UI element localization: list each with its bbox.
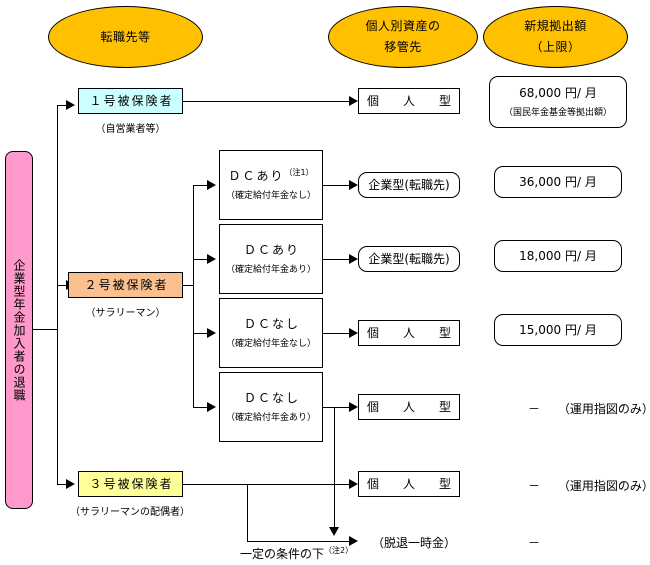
header-line1: 新規拠出額 xyxy=(524,19,587,34)
arrowhead-lumpsum-down xyxy=(329,527,339,536)
header-line2: （上限） xyxy=(530,40,581,54)
limit-dash: － xyxy=(528,402,541,416)
annotation-condition-text: 一定の条件の下 xyxy=(240,547,325,561)
connector-source-spine xyxy=(57,105,58,485)
limit-amount: 36,000 円/ 月 xyxy=(519,174,597,189)
connector-to-dc-1 xyxy=(193,185,209,186)
arrowhead-dest-5 xyxy=(349,402,358,412)
arrowhead-dest-3 xyxy=(349,254,358,264)
dc-footnote-marker: （注1） xyxy=(284,168,314,178)
connector-dc2-to-dest3 xyxy=(323,259,351,260)
connector-dc4-drop-to-lumpsum xyxy=(334,407,335,529)
node-destination-4[interactable]: 個 人 型 xyxy=(358,320,460,346)
arrowhead-dc-4 xyxy=(207,402,216,412)
node-limit-5: － （運用指図のみ） xyxy=(528,400,650,417)
node-limit-4[interactable]: 15,000 円/ 月 xyxy=(494,314,622,346)
node-sublabel: （確定給付年金なし） xyxy=(225,338,316,349)
node-category-3[interactable]: ３号被保険者 xyxy=(78,471,183,497)
connector-category2-stub xyxy=(183,285,194,286)
node-limit-3[interactable]: 18,000 円/ 月 xyxy=(494,240,622,272)
node-label: 個 人 型 xyxy=(366,325,457,340)
node-destination-6[interactable]: 個 人 型 xyxy=(358,471,460,497)
node-limit-1[interactable]: 68,000 円/ 月 （国民年金基金等拠出額） xyxy=(489,76,627,128)
node-sublabel: （確定給付年金あり） xyxy=(225,412,316,423)
limit-sublabel: （国民年金基金等拠出額） xyxy=(503,107,612,118)
caption-category-2: （サラリーマン） xyxy=(85,308,166,319)
node-label: ３号被保険者 xyxy=(89,476,174,491)
limit-amount: （運用指図のみ） xyxy=(557,402,650,416)
node-label: 個 人 型 xyxy=(366,476,457,491)
node-destination-3[interactable]: 企業型(転職先) xyxy=(358,246,460,272)
arrowhead-to-category-1 xyxy=(66,100,75,110)
dc-main-label: ＤＣあり xyxy=(243,243,300,258)
dc-main-label: ＤＣあり xyxy=(228,169,285,184)
node-destination-5[interactable]: 個 人 型 xyxy=(358,394,460,420)
node-destination-1[interactable]: 個 人 型 xyxy=(358,88,460,114)
source-node-label: 企業型年金加入者の退職 xyxy=(12,258,26,402)
node-label: ＤＣあり（注1） xyxy=(228,168,313,184)
connector-to-category-1 xyxy=(57,105,67,106)
arrowhead-dc-1 xyxy=(207,180,216,190)
header-ellipse-asset-transfer: 個人別資産の 移管先 xyxy=(328,6,478,68)
node-label: 個 人 型 xyxy=(366,93,457,108)
connector-category3-to-dest6 xyxy=(183,484,351,485)
header-ellipse-new-contribution: 新規拠出額 （上限） xyxy=(483,6,628,68)
node-dc-condition-4[interactable]: ＤＣなし （確定給付年金あり） xyxy=(219,372,323,442)
node-label: １号被保険者 xyxy=(89,93,174,108)
arrowhead-dc-3 xyxy=(207,328,216,338)
node-label: 個 人 型 xyxy=(366,399,457,414)
header-ellipse-transfer-destination: 転職先等 xyxy=(48,6,203,68)
header-line2: 移管先 xyxy=(384,40,422,54)
connector-category2-spine xyxy=(193,185,194,408)
arrowhead-dest-4 xyxy=(349,328,358,338)
node-sublabel: （確定給付年金なし） xyxy=(225,190,316,201)
node-label: 企業型(転職先) xyxy=(368,177,450,192)
arrowhead-dc-2 xyxy=(207,254,216,264)
node-destination-2[interactable]: 企業型(転職先) xyxy=(358,172,460,198)
node-destination-7: （脱退一時金） xyxy=(372,536,457,550)
connector-condition-drop xyxy=(247,484,248,542)
node-category-2[interactable]: ２号被保険者 xyxy=(68,272,183,298)
arrowhead-to-category-3 xyxy=(66,479,75,489)
connector-to-dc-4 xyxy=(193,407,209,408)
dc-main-label: ＤＣなし xyxy=(243,391,300,406)
node-limit-6: － （運用指図のみ） xyxy=(528,477,650,494)
annotation-condition: 一定の条件の下（注2） xyxy=(240,545,353,562)
node-dc-condition-1[interactable]: ＤＣあり（注1） （確定給付年金なし） xyxy=(219,150,323,220)
limit-amount: （運用指図のみ） xyxy=(557,479,650,493)
node-limit-2[interactable]: 36,000 円/ 月 xyxy=(494,166,622,198)
connector-dc3-to-dest4 xyxy=(323,333,351,334)
arrowhead-dest-2 xyxy=(349,180,358,190)
arrowhead-dest-1 xyxy=(349,96,358,106)
connector-source-stub xyxy=(33,329,57,330)
node-dc-condition-2[interactable]: ＤＣあり （確定給付年金あり） xyxy=(219,224,323,294)
connector-to-dc-2 xyxy=(193,259,209,260)
arrowhead-dest-7 xyxy=(349,536,358,546)
node-category-1[interactable]: １号被保険者 xyxy=(78,88,183,114)
header-line1: 転職先等 xyxy=(100,29,151,44)
arrowhead-dest-6 xyxy=(349,479,358,489)
connector-dc4-to-dest5 xyxy=(323,407,351,408)
node-sublabel: （確定給付年金あり） xyxy=(225,264,316,275)
connector-to-dc-3 xyxy=(193,333,209,334)
node-label: ２号被保険者 xyxy=(84,277,169,292)
caption-category-3: （サラリーマンの配偶者） xyxy=(70,507,190,518)
connector-to-category-3 xyxy=(57,484,67,485)
limit-amount: 18,000 円/ 月 xyxy=(519,248,597,263)
source-node-retirement: 企業型年金加入者の退職 xyxy=(5,151,33,509)
limit-amount: 15,000 円/ 月 xyxy=(519,322,597,337)
caption-category-1: （自営業者等） xyxy=(95,124,166,135)
connector-to-category-2 xyxy=(57,285,67,286)
node-label: 企業型(転職先) xyxy=(368,251,450,266)
limit-amount: 68,000 円/ 月 xyxy=(519,86,597,101)
annotation-condition-note: （注2） xyxy=(324,546,354,555)
connector-dc1-to-dest2 xyxy=(323,185,351,186)
connector-condition-to-lumpsum xyxy=(247,541,351,542)
node-dc-condition-3[interactable]: ＤＣなし （確定給付年金なし） xyxy=(219,298,323,368)
header-line1: 個人別資産の xyxy=(365,19,441,34)
dc-main-label: ＤＣなし xyxy=(243,317,300,332)
limit-dash: － xyxy=(528,479,541,493)
connector-category1-to-dest1 xyxy=(183,101,351,102)
node-limit-7: － xyxy=(528,536,541,550)
